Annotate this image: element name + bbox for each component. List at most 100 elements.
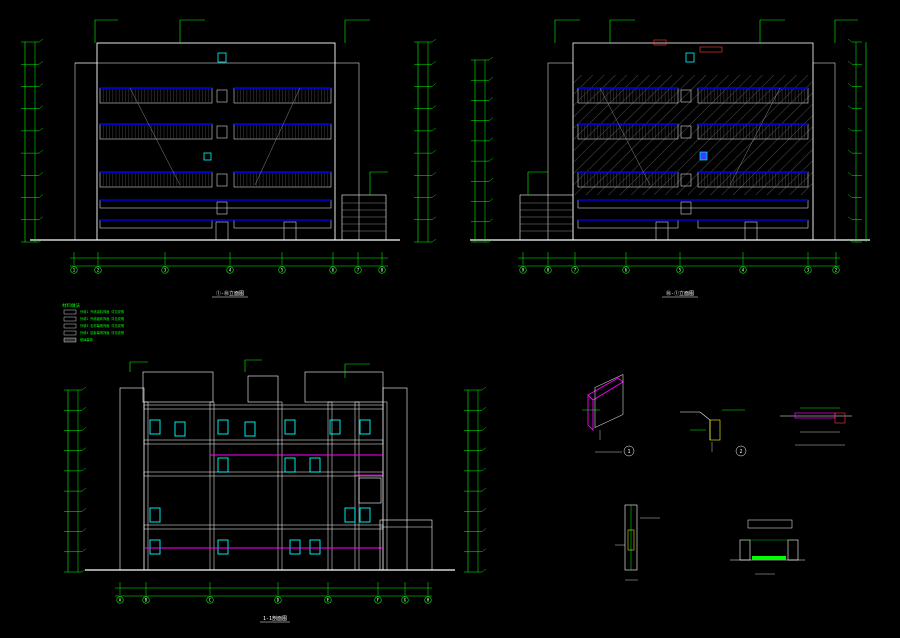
level-flag	[38, 238, 44, 243]
level-flag	[431, 149, 437, 154]
level-flag	[847, 127, 853, 132]
section-door	[309, 539, 321, 555]
level-flag	[431, 105, 437, 109]
center-window	[680, 201, 692, 215]
level-flag	[847, 105, 853, 109]
level-flag	[481, 427, 487, 431]
axis-bubble	[206, 596, 214, 604]
axis-label: 4	[742, 268, 745, 273]
detail-2-parapet: 2	[680, 409, 747, 457]
section-door	[244, 421, 256, 437]
level-flag	[488, 77, 494, 81]
legend-item-label: 外墙2 外墙面砖饰面 详见说明	[80, 316, 124, 321]
legend-item-label: 外墙1 外墙涂料饰面 详见说明	[80, 309, 124, 314]
legend-swatch	[63, 309, 77, 315]
axis-bubble	[161, 266, 169, 274]
axis-label: 5	[281, 268, 284, 273]
axis-label: 7	[357, 268, 360, 273]
level-flag	[488, 198, 494, 202]
level-flag	[431, 216, 437, 220]
level-flag	[847, 83, 853, 87]
axis-label: 2	[97, 268, 100, 273]
level-flag	[488, 97, 494, 101]
detail-5-foundation	[730, 519, 805, 575]
level-flag	[847, 38, 853, 43]
detail-1-wall-panel: 1	[582, 374, 635, 457]
axis-label: D	[277, 598, 280, 603]
entrance-door	[215, 221, 229, 241]
level-flag	[847, 194, 853, 198]
center-window	[680, 125, 692, 139]
level-flag	[38, 172, 44, 176]
section-door	[359, 507, 371, 523]
section-door	[329, 419, 341, 435]
axis-bubble	[739, 266, 747, 274]
level-flag	[431, 83, 437, 87]
axis-label: 6	[332, 268, 335, 273]
legend-item-label: 外墙4 铝板幕墙饰面 详见说明	[80, 330, 124, 335]
level-flag	[847, 238, 853, 243]
level-flag	[431, 38, 437, 43]
axis-bubble	[70, 266, 78, 274]
legend-swatch	[63, 323, 77, 329]
section-door	[284, 419, 296, 435]
level-flag	[847, 216, 853, 220]
level-flag	[38, 105, 44, 109]
column	[209, 401, 215, 571]
rear-elevation-title: ⑩-①立面图	[666, 290, 694, 297]
level-flag	[481, 407, 487, 411]
level-flag	[481, 487, 487, 492]
axis-label: 3	[807, 268, 810, 273]
axis-bubble	[278, 266, 286, 274]
axis-bubble	[116, 596, 124, 604]
legend-swatch	[63, 330, 77, 336]
section-door	[174, 421, 186, 437]
front-elevation-title: ①-⑩立面图	[216, 290, 244, 297]
level-flag	[847, 172, 853, 176]
level-flag	[38, 216, 44, 220]
level-flag	[488, 157, 494, 162]
axis-bubble	[329, 266, 337, 274]
legend-item-label: 外墙3 石材幕墙饰面 详见说明	[80, 323, 124, 328]
axis-label: 8	[381, 268, 384, 273]
section-door	[217, 539, 229, 555]
axis-bubble	[142, 596, 150, 604]
section-door	[217, 457, 229, 473]
level-flag	[847, 61, 853, 65]
level-flag	[81, 568, 87, 573]
level-flag	[488, 238, 494, 243]
level-flag	[488, 56, 494, 61]
level-flag	[481, 528, 487, 532]
axis-bubble	[378, 266, 386, 274]
axis-bubble	[274, 596, 282, 604]
axis-bubble	[94, 266, 102, 274]
level-flag	[81, 407, 87, 411]
level-flag	[81, 548, 87, 552]
axis-bubble	[571, 266, 579, 274]
section-door	[289, 539, 301, 555]
axis-bubble	[622, 266, 630, 274]
axis-label: 6	[625, 268, 628, 273]
level-flag	[431, 61, 437, 65]
center-window	[216, 89, 228, 103]
center-window	[216, 201, 228, 215]
axis-label: 2	[835, 268, 838, 273]
axis-label: A	[119, 598, 122, 603]
level-flag	[81, 487, 87, 492]
axis-label: C	[209, 598, 212, 603]
level-flag	[488, 137, 494, 142]
axis-bubble	[401, 596, 409, 604]
entrance-door	[655, 221, 669, 241]
level-flag	[431, 194, 437, 198]
detail-drawings: 1 2	[582, 374, 852, 581]
axis-label: 4	[229, 268, 232, 273]
axis-label: F	[377, 598, 380, 603]
legend-item-label: 玻璃幕墙	[80, 337, 94, 342]
detail-4-wall-section	[615, 504, 660, 581]
column	[327, 401, 333, 571]
level-flag	[81, 528, 87, 532]
section-door	[149, 507, 161, 523]
axis-label: 5	[679, 268, 682, 273]
